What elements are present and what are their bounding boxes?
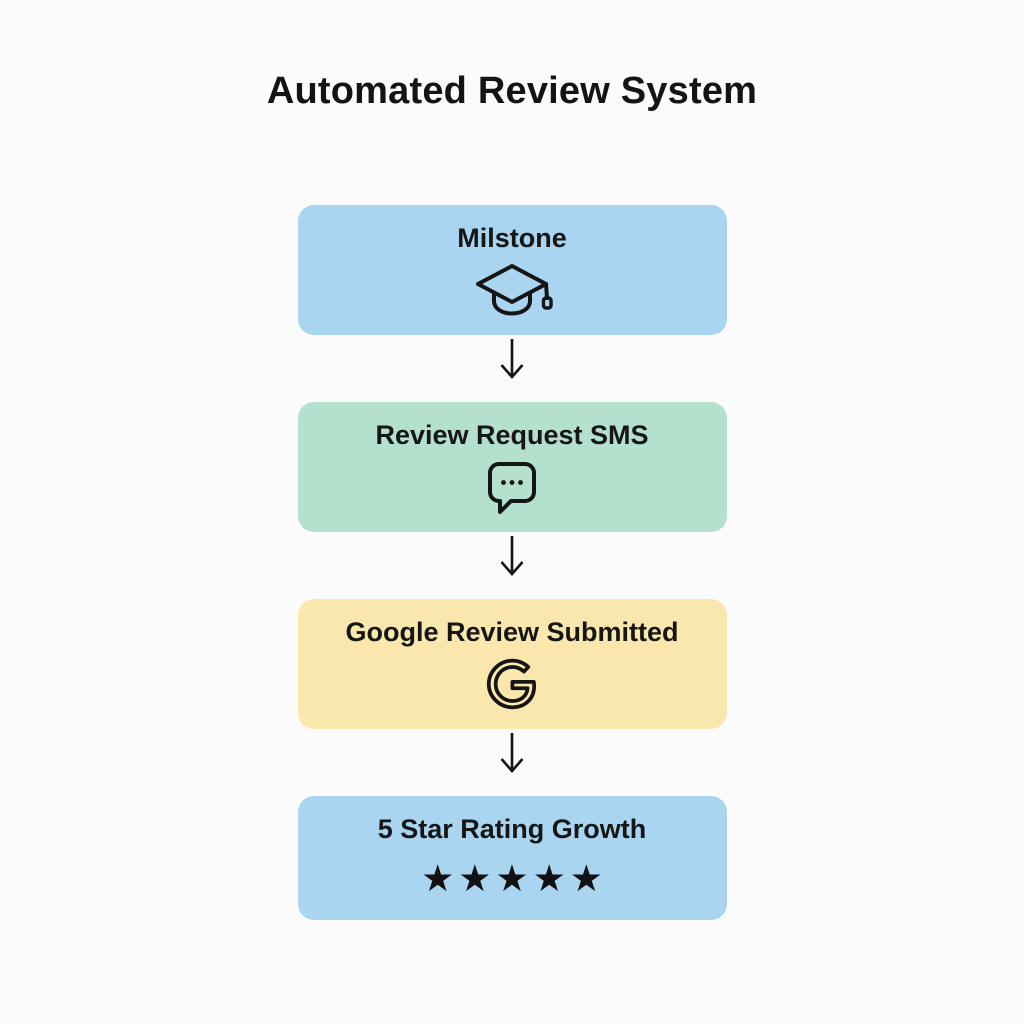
step-label: Review Request SMS <box>375 419 649 450</box>
chat-bubble-icon <box>479 451 545 532</box>
google-g-icon <box>484 648 540 729</box>
arrow-down-icon <box>498 335 526 402</box>
diagram-canvas: Automated Review System Milstone Revie <box>0 70 1024 1024</box>
arrow-down-icon <box>498 532 526 599</box>
step-label: Milstone <box>457 222 567 253</box>
arrow-down-icon <box>498 729 526 796</box>
flowchart: Milstone Review Request SMS <box>297 204 727 920</box>
page-title: Automated Review System <box>266 70 758 112</box>
graduation-cap-icon <box>471 254 553 335</box>
five-star-rating: ★★★★★ <box>421 857 607 899</box>
step-label: 5 Star Rating Growth <box>377 813 647 844</box>
step-label: Google Review Submitted <box>345 616 679 647</box>
flow-step-5-star-rating-growth: 5 Star Rating Growth ★★★★★ <box>297 795 727 920</box>
flow-step-google-review-submitted: Google Review Submitted <box>297 598 727 729</box>
flow-step-review-request-sms: Review Request SMS <box>297 401 727 532</box>
flow-step-milestone: Milstone <box>297 204 727 335</box>
